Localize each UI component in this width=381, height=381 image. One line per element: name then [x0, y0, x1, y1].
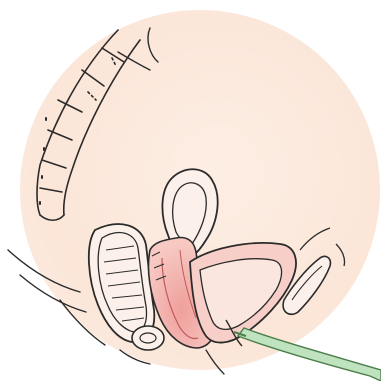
anal-canal	[132, 326, 164, 350]
